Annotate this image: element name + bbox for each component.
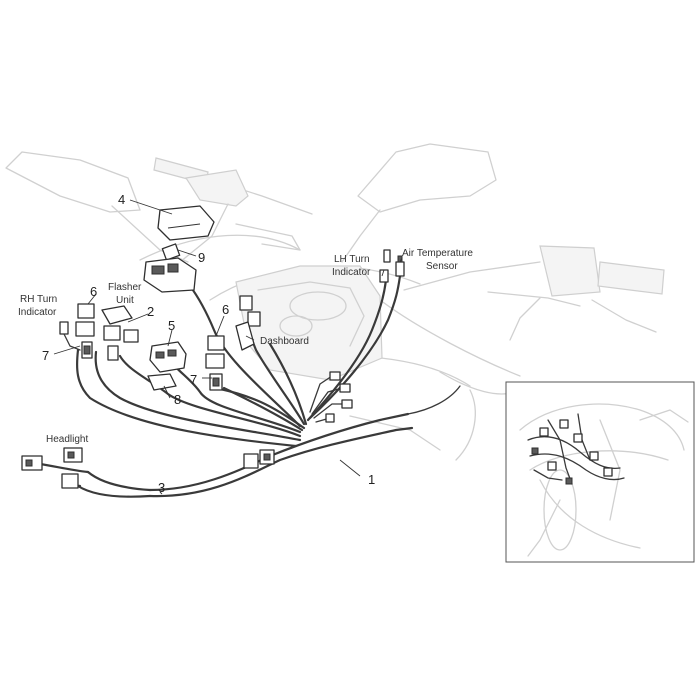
callout-7-right: 7 (190, 372, 197, 387)
rh-turn-indicator-label-line2: Indicator (18, 307, 57, 318)
air-temperature-sensor-label-line1: Air Temperature (402, 248, 473, 259)
callout-6-right: 6 (222, 302, 229, 317)
relay-9 (161, 243, 181, 261)
air-temperature-sensor-label-line2: Sensor (426, 261, 458, 272)
air-temperature-sensor (395, 255, 405, 277)
rh-turn-indicator-label-line1: RH Turn (20, 294, 57, 305)
upper-relay-block (143, 257, 197, 293)
component-labels: RH Turn Indicator Flasher Unit LH Turn I… (18, 248, 473, 445)
relay-6-right (205, 335, 225, 369)
harness-junction-connector (243, 449, 275, 469)
connector-7-right (209, 373, 223, 391)
callout-2: 2 (147, 304, 154, 319)
lh-turn-connector (379, 249, 391, 283)
callout-7-left: 7 (42, 348, 49, 363)
rh-turn-connector (59, 321, 81, 351)
flasher-unit-label-line2: Unit (116, 295, 134, 306)
flasher-unit (101, 305, 139, 361)
flasher-unit-label-line1: Flasher (108, 282, 142, 293)
callout-1: 1 (368, 472, 375, 487)
relay-8 (147, 373, 177, 391)
callout-3: 3 (158, 480, 165, 495)
leader-lines (53, 199, 403, 495)
dashboard-connectors (235, 295, 261, 351)
callout-6-left: 6 (90, 284, 97, 299)
lh-turn-indicator-label-line2: Indicator (332, 267, 371, 278)
headlight-label: Headlight (46, 434, 88, 445)
relay-box-5 (149, 341, 187, 373)
relay-6-left (75, 303, 95, 337)
callout-4: 4 (118, 192, 125, 207)
harness-center-connectors (325, 371, 353, 423)
headlight-connectors (21, 447, 83, 489)
callout-5: 5 (168, 318, 175, 333)
inset-overview (505, 381, 695, 563)
lh-turn-indicator-label-line1: LH Turn (334, 254, 370, 265)
callout-9: 9 (198, 250, 205, 265)
callout-numbers: 1 2 3 4 5 6 6 7 7 8 9 (42, 192, 375, 495)
motorcycle-front-outline (5, 143, 665, 461)
connector-7-left (81, 341, 93, 359)
harness-cover-bracket (157, 205, 215, 241)
callout-8: 8 (174, 392, 181, 407)
dashboard-label: Dashboard (260, 336, 309, 347)
